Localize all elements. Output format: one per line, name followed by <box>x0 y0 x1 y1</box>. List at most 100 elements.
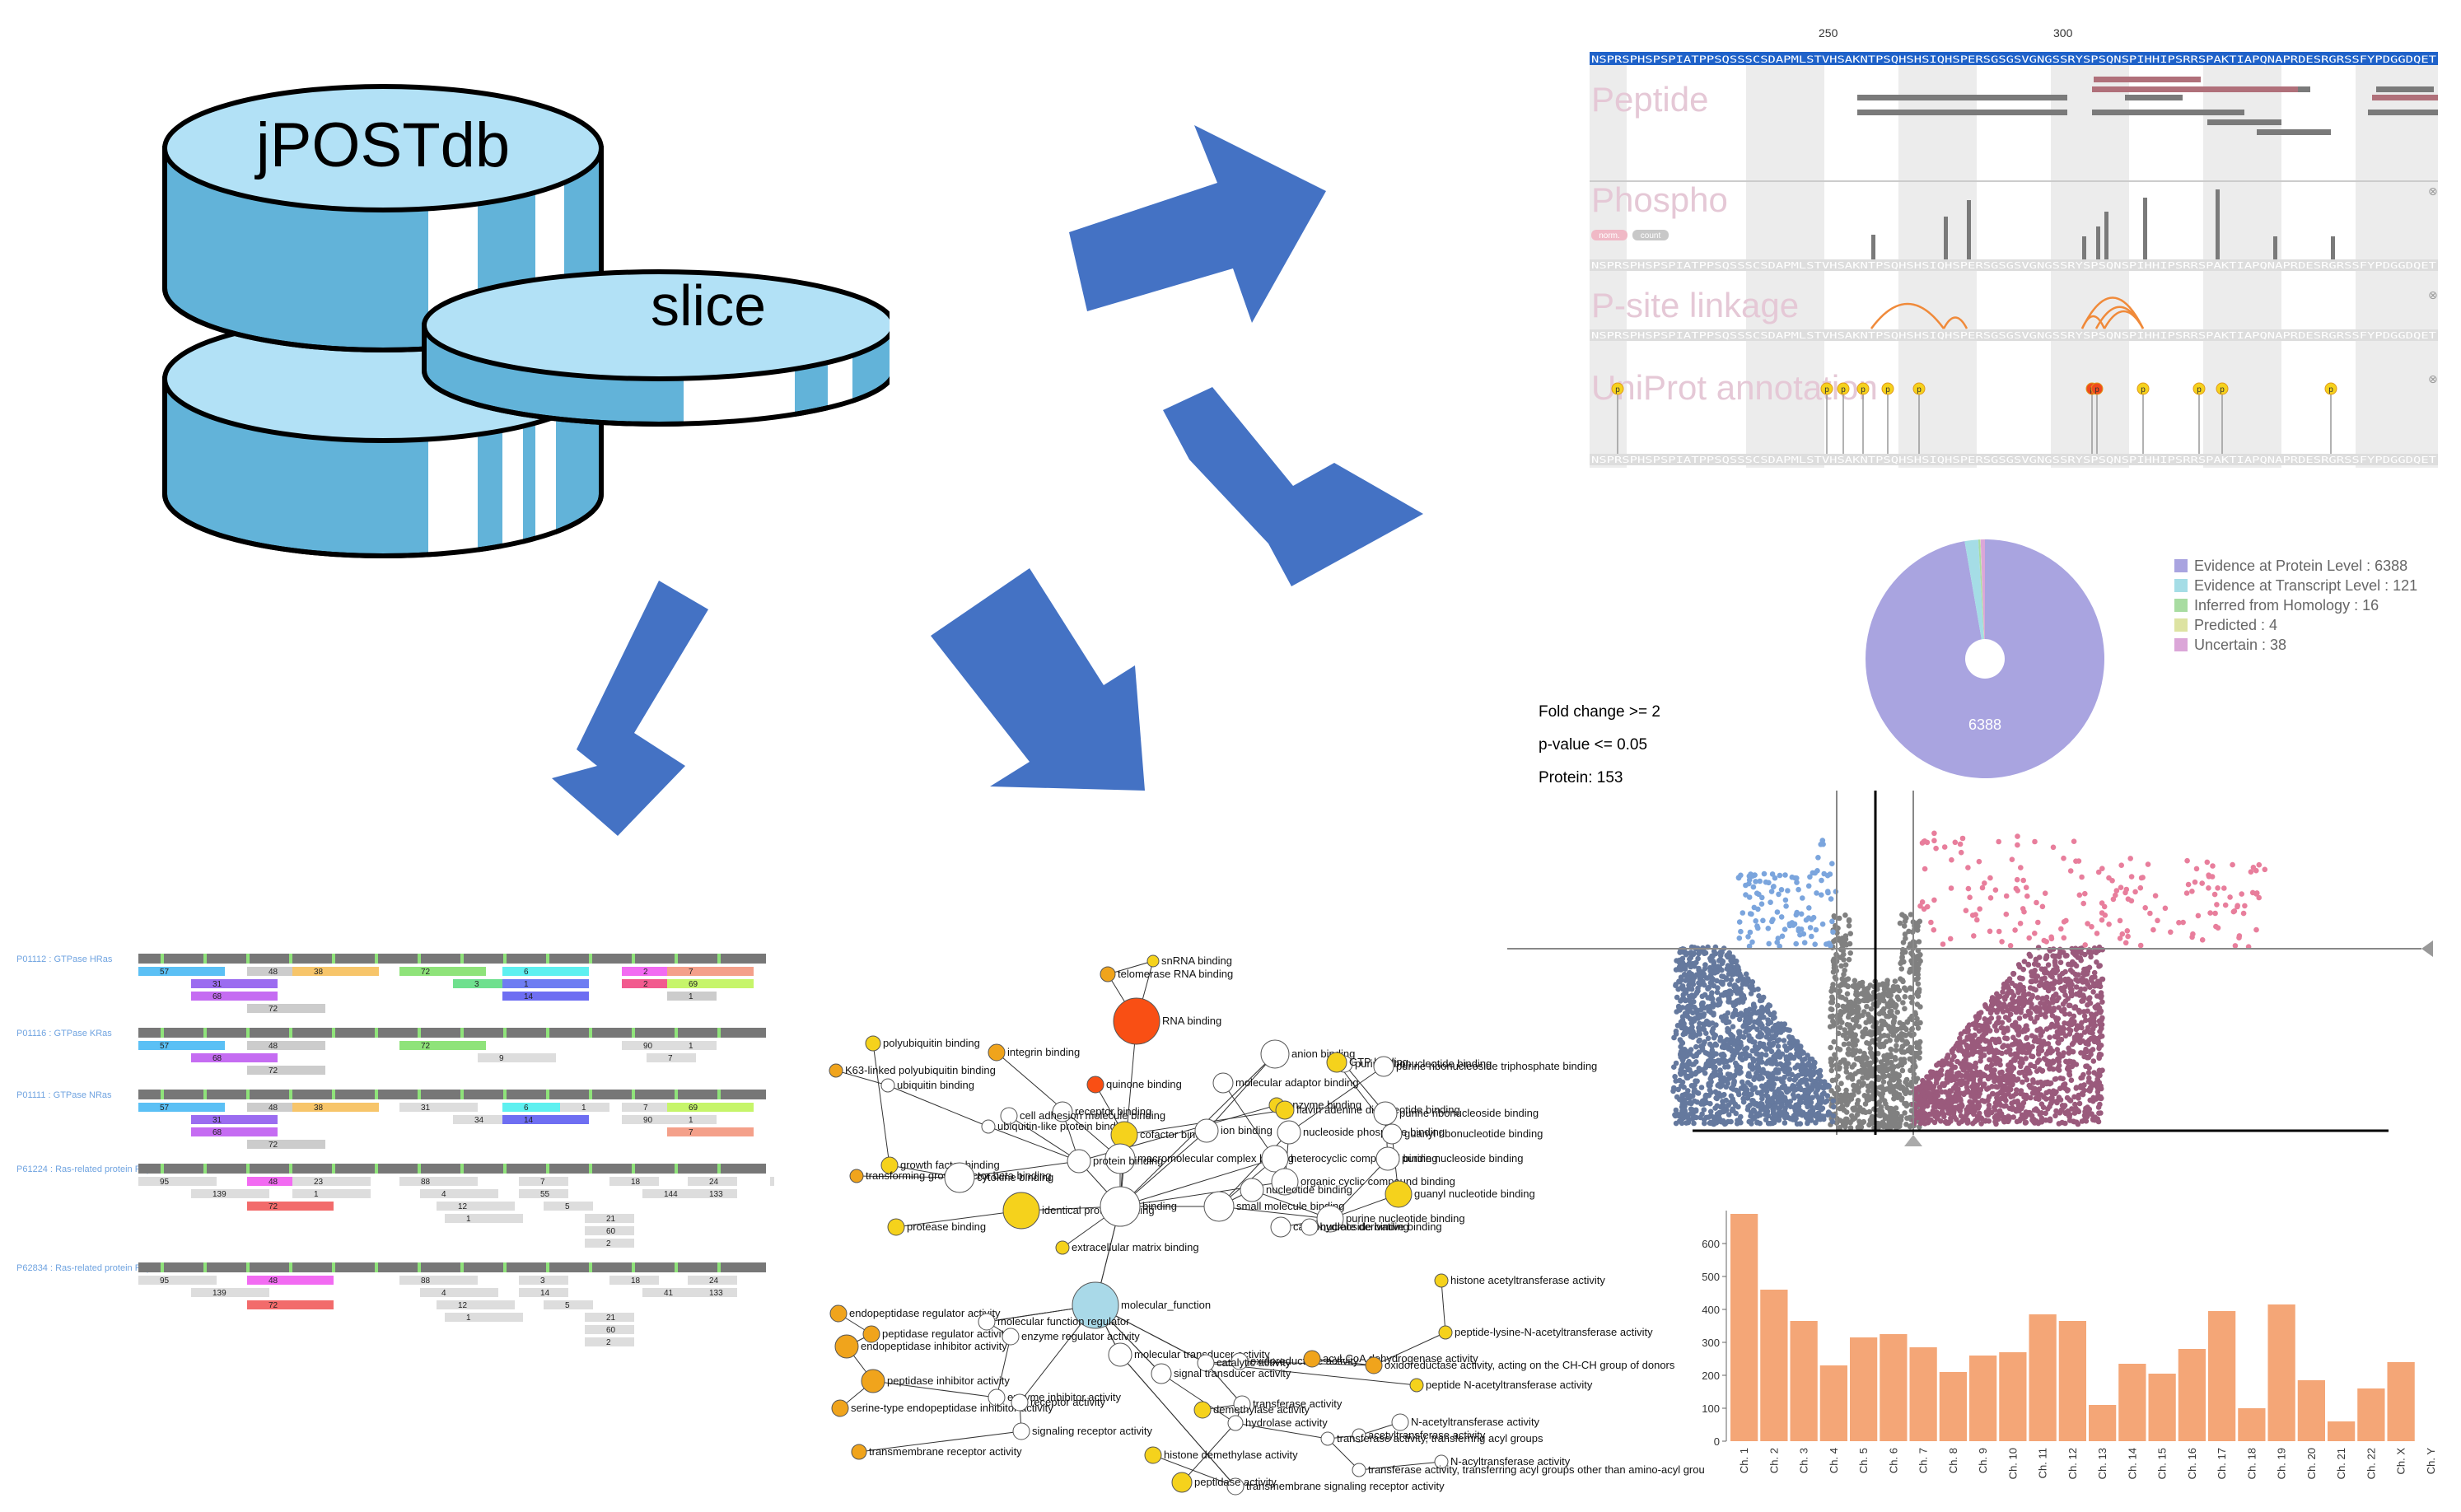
annotation-pin[interactable] <box>1881 382 1894 395</box>
go-term-node[interactable] <box>851 1444 867 1460</box>
annotation-pin[interactable] <box>1856 382 1870 395</box>
annotation-pin[interactable] <box>1820 382 1833 395</box>
bar[interactable] <box>2029 1314 2057 1441</box>
go-term-node[interactable] <box>1108 1342 1132 1367</box>
peptide-segment[interactable] <box>453 979 539 988</box>
bar[interactable] <box>1790 1321 1818 1441</box>
bar[interactable] <box>1730 1214 1758 1441</box>
pie-slice[interactable] <box>1964 539 1985 659</box>
go-term-node[interactable] <box>1151 1363 1172 1384</box>
go-term-node[interactable] <box>1277 1120 1301 1145</box>
go-term-node[interactable] <box>1391 1413 1409 1431</box>
peptide-segment[interactable] <box>138 1177 217 1186</box>
peptide-segment[interactable] <box>585 1325 634 1334</box>
protein-label[interactable]: P01112 : GTPase HRas <box>16 954 113 964</box>
peptide-segment[interactable] <box>585 1337 634 1346</box>
peptide-segment[interactable] <box>667 992 717 1001</box>
peptide-segment[interactable] <box>138 967 225 976</box>
peptide-segment[interactable] <box>399 1276 478 1285</box>
bar[interactable] <box>2357 1388 2385 1441</box>
bar[interactable] <box>1850 1337 1878 1441</box>
peptide-segment[interactable] <box>191 992 278 1001</box>
pie-slice[interactable] <box>1980 539 1985 659</box>
peptide-segment[interactable] <box>667 1041 717 1050</box>
go-term-node[interactable] <box>1375 1146 1400 1171</box>
go-term-node[interactable] <box>861 1369 885 1393</box>
peptide-segment[interactable] <box>191 1053 278 1062</box>
go-term-node[interactable] <box>1227 1415 1244 1431</box>
peptide-segment[interactable] <box>688 1276 737 1285</box>
go-term-node[interactable] <box>1011 1393 1029 1412</box>
bar[interactable] <box>2328 1421 2356 1441</box>
go-term-node[interactable] <box>1002 1328 1020 1346</box>
bar[interactable] <box>2058 1321 2086 1441</box>
bar[interactable] <box>1760 1290 1788 1441</box>
go-term-node[interactable] <box>1270 1216 1291 1238</box>
peptide-segment[interactable] <box>453 1115 531 1124</box>
peptide-segment[interactable] <box>437 1300 515 1309</box>
peptide-segment[interactable] <box>502 992 589 1001</box>
annotation-pin[interactable] <box>2090 382 2104 395</box>
go-term-node[interactable] <box>1233 1395 1251 1413</box>
go-term-node[interactable] <box>1194 1118 1219 1143</box>
peptide-segment[interactable] <box>770 1177 774 1186</box>
bar[interactable] <box>2178 1349 2206 1441</box>
fold-handle[interactable] <box>1904 1135 1922 1146</box>
go-term-node[interactable] <box>862 1325 880 1343</box>
peptide-segment[interactable] <box>585 1226 634 1235</box>
peptide-segment[interactable] <box>622 1041 671 1050</box>
bar[interactable] <box>2089 1405 2117 1441</box>
bar[interactable] <box>2297 1380 2325 1441</box>
peptide-segment[interactable] <box>399 1177 478 1186</box>
bar[interactable] <box>2208 1311 2236 1441</box>
peptide-segment[interactable] <box>399 1041 486 1050</box>
go-term-node[interactable] <box>1316 1205 1344 1233</box>
go-term-node[interactable] <box>1240 1178 1264 1202</box>
peptide-segment[interactable] <box>502 1115 589 1124</box>
go-term-node[interactable] <box>880 1156 899 1174</box>
go-term-node[interactable] <box>834 1334 859 1359</box>
annotation-pin[interactable] <box>1837 382 1850 395</box>
peptide-segment[interactable] <box>585 1239 634 1248</box>
go-term-node[interactable] <box>988 1388 1006 1407</box>
protein-label[interactable]: P62834 : Ras-related protein Rap-1A <box>16 1263 166 1273</box>
peptide-segment[interactable] <box>292 1177 371 1186</box>
go-term-node[interactable] <box>1212 1072 1234 1094</box>
go-term-node[interactable] <box>1352 1428 1366 1443</box>
bar[interactable] <box>1999 1352 2027 1441</box>
go-term-node[interactable] <box>829 1304 848 1323</box>
peptide-segment[interactable] <box>622 979 708 988</box>
go-term-node[interactable] <box>1072 1281 1119 1329</box>
pvalue-handle[interactable] <box>2421 940 2433 957</box>
bar[interactable] <box>1880 1334 1908 1441</box>
bar[interactable] <box>1819 1365 1847 1441</box>
pie-slice[interactable] <box>1978 539 1985 659</box>
peptide-segment[interactable] <box>292 967 379 976</box>
peptide-segment[interactable] <box>247 1177 334 1186</box>
peptide-segment[interactable] <box>519 1276 568 1285</box>
norm-button[interactable] <box>1591 230 1627 240</box>
go-term-node[interactable] <box>1381 1123 1403 1145</box>
go-term-node[interactable] <box>944 1162 975 1193</box>
bar[interactable] <box>1909 1347 1937 1441</box>
go-term-node[interactable] <box>1275 1100 1295 1120</box>
peptide-segment[interactable] <box>292 1189 371 1198</box>
peptide-segment[interactable] <box>445 1313 523 1322</box>
peptide-segment[interactable] <box>420 1288 498 1297</box>
peptide-segment[interactable] <box>519 1189 568 1198</box>
close-icon[interactable]: ⊗ <box>2428 288 2438 301</box>
annotation-pin[interactable] <box>1912 382 1926 395</box>
peptide-segment[interactable] <box>502 979 589 988</box>
pie-slice[interactable] <box>1980 539 1985 659</box>
annotation-pin[interactable] <box>1611 382 1624 395</box>
peptide-segment[interactable] <box>191 1127 278 1136</box>
go-term-node[interactable] <box>1002 1192 1040 1230</box>
go-term-node[interactable] <box>1086 1076 1104 1094</box>
protein-label[interactable]: P01111 : GTPase NRas <box>16 1090 112 1100</box>
go-term-node[interactable] <box>1012 1422 1030 1440</box>
peptide-segment[interactable] <box>420 1189 498 1198</box>
peptide-segment[interactable] <box>642 1288 692 1297</box>
peptide-segment[interactable] <box>688 1288 737 1297</box>
protein-label[interactable]: P61224 : Ras-related protein Rap-1b <box>16 1164 165 1174</box>
go-term-node[interactable] <box>831 1399 849 1417</box>
